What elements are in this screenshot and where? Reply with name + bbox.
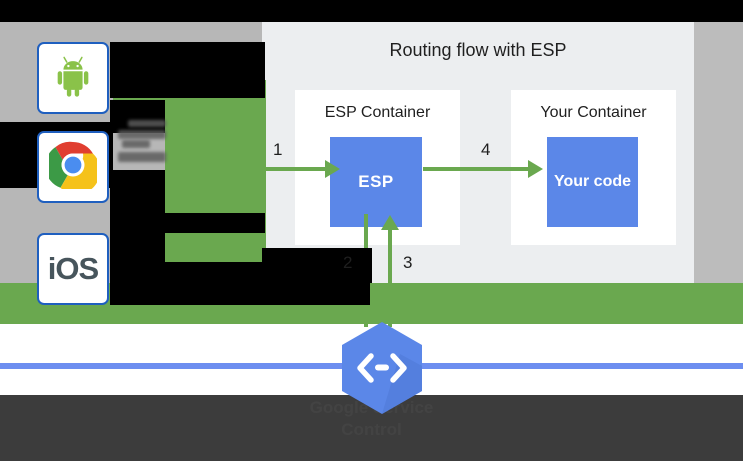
step-number-3: 3 bbox=[403, 253, 413, 272]
occlusion-block-1 bbox=[110, 42, 265, 98]
step-number-1: 1 bbox=[273, 140, 283, 159]
client-green-block bbox=[165, 80, 266, 260]
step-number-4: 4 bbox=[481, 140, 491, 159]
client-card-ios[interactable]: iOS bbox=[37, 233, 109, 305]
client-card-chrome[interactable] bbox=[37, 131, 109, 203]
chrome-icon bbox=[45, 141, 101, 194]
occlusion-block-2 bbox=[110, 100, 165, 133]
step-number-2: 2 bbox=[343, 253, 353, 272]
arrow-4-head bbox=[528, 160, 543, 178]
arrow-1-line bbox=[262, 167, 330, 171]
occlusion-block-8 bbox=[110, 283, 370, 305]
esp-box[interactable]: ESP bbox=[330, 137, 422, 227]
android-icon bbox=[50, 53, 96, 104]
arrow-3-line bbox=[388, 222, 392, 327]
your-container-title: Your Container bbox=[540, 104, 647, 121]
top-black-bar bbox=[0, 0, 743, 22]
ios-connector-line bbox=[113, 260, 263, 263]
occlusion-block-4 bbox=[110, 170, 165, 213]
blurred-text-fragment bbox=[122, 140, 150, 148]
cloud-endpoints-hexagon-icon bbox=[338, 320, 426, 416]
chrome-connector-line bbox=[113, 186, 263, 189]
your-code-box[interactable]: Your code bbox=[547, 137, 638, 227]
arrow-3-head bbox=[381, 215, 399, 230]
android-connector-line bbox=[113, 97, 263, 100]
occlusion-block-6 bbox=[110, 228, 165, 264]
arrow-4-line bbox=[423, 167, 533, 171]
blurred-text-fragment bbox=[118, 130, 166, 139]
client-card-android[interactable] bbox=[37, 42, 109, 114]
footer-caption-line-2: Control bbox=[341, 420, 402, 439]
right-gray-band bbox=[694, 22, 743, 283]
blurred-text-fragment bbox=[128, 120, 166, 127]
ios-label: iOS bbox=[47, 251, 99, 286]
occlusion-block-10 bbox=[262, 248, 372, 283]
routing-flow-panel: Routing flow with ESP ESP Container ESP … bbox=[262, 22, 694, 283]
occlusion-block-9 bbox=[330, 283, 370, 301]
esp-container-card: ESP Container ESP bbox=[295, 90, 460, 245]
page-title: Routing flow with ESP bbox=[389, 40, 567, 60]
esp-container-title: ESP Container bbox=[324, 104, 431, 121]
blurred-text-fragment bbox=[118, 152, 166, 162]
arrow-1-head bbox=[325, 160, 340, 178]
